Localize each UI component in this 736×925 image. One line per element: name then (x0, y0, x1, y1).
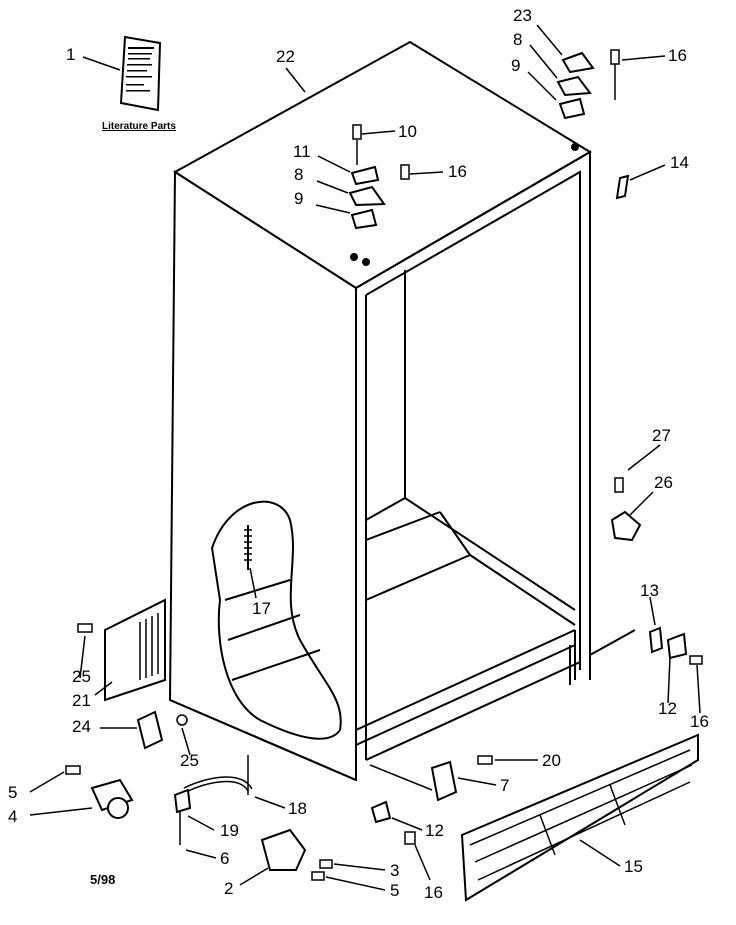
callout-25-lower: 25 (180, 751, 199, 770)
callout-13: 13 (640, 581, 659, 600)
callout-9-mid: 9 (294, 189, 304, 208)
callout-21: 21 (72, 691, 91, 710)
callout-6: 6 (220, 849, 230, 868)
callout-16-top: 16 (668, 46, 687, 65)
literature-booklet (121, 37, 160, 110)
bracket-12-13 (590, 628, 702, 664)
callout-5-left: 5 (8, 783, 18, 802)
callout-9-top: 9 (511, 56, 521, 75)
literature-caption: Literature Parts (102, 121, 176, 132)
bracket-12-lower (372, 802, 390, 822)
callout-4: 4 (8, 807, 18, 826)
callout-5-lower: 5 (390, 881, 400, 900)
callout-7: 7 (500, 776, 510, 795)
callout-2: 2 (224, 879, 234, 898)
leader-lines (30, 25, 700, 890)
callout-17: 17 (252, 599, 271, 618)
rear-access-panel (78, 600, 165, 700)
callout-23: 23 (513, 6, 532, 25)
callout-25-left: 25 (72, 667, 91, 686)
bracket-26-27 (612, 478, 640, 540)
date-code: 5/98 (90, 872, 116, 887)
callout-3: 3 (390, 861, 400, 880)
drain-coil (244, 525, 252, 570)
callout-16-right: 16 (690, 712, 709, 731)
callout-16-mid: 16 (448, 162, 467, 181)
center-hinge-assembly (350, 125, 409, 265)
callout-16-lower: 16 (424, 883, 443, 902)
toe-grille (462, 735, 698, 900)
callout-20: 20 (542, 751, 561, 770)
callout-24: 24 (72, 717, 91, 736)
right-hinge-assembly (558, 50, 619, 150)
callout-14: 14 (670, 153, 689, 172)
callout-8-mid: 8 (294, 165, 304, 184)
bracket-24 (138, 712, 162, 748)
leveler-assembly (262, 830, 332, 880)
callout-26: 26 (654, 473, 673, 492)
callout-15: 15 (624, 857, 643, 876)
callout-22: 22 (276, 47, 295, 66)
clip-part (617, 176, 628, 198)
callout-8-top: 8 (513, 30, 523, 49)
bracket-7 (432, 762, 456, 800)
callout-18: 18 (288, 799, 307, 818)
callout-27: 27 (652, 426, 671, 445)
roller-assembly (66, 766, 132, 818)
cabinet (170, 42, 590, 780)
callout-11: 11 (293, 142, 311, 161)
callout-1: 1 (66, 45, 76, 64)
callout-12-lower: 12 (425, 821, 444, 840)
callout-10: 10 (398, 122, 417, 141)
callout-19: 19 (220, 821, 239, 840)
callout-12-right: 12 (658, 699, 677, 718)
bracket-19 (175, 790, 190, 812)
